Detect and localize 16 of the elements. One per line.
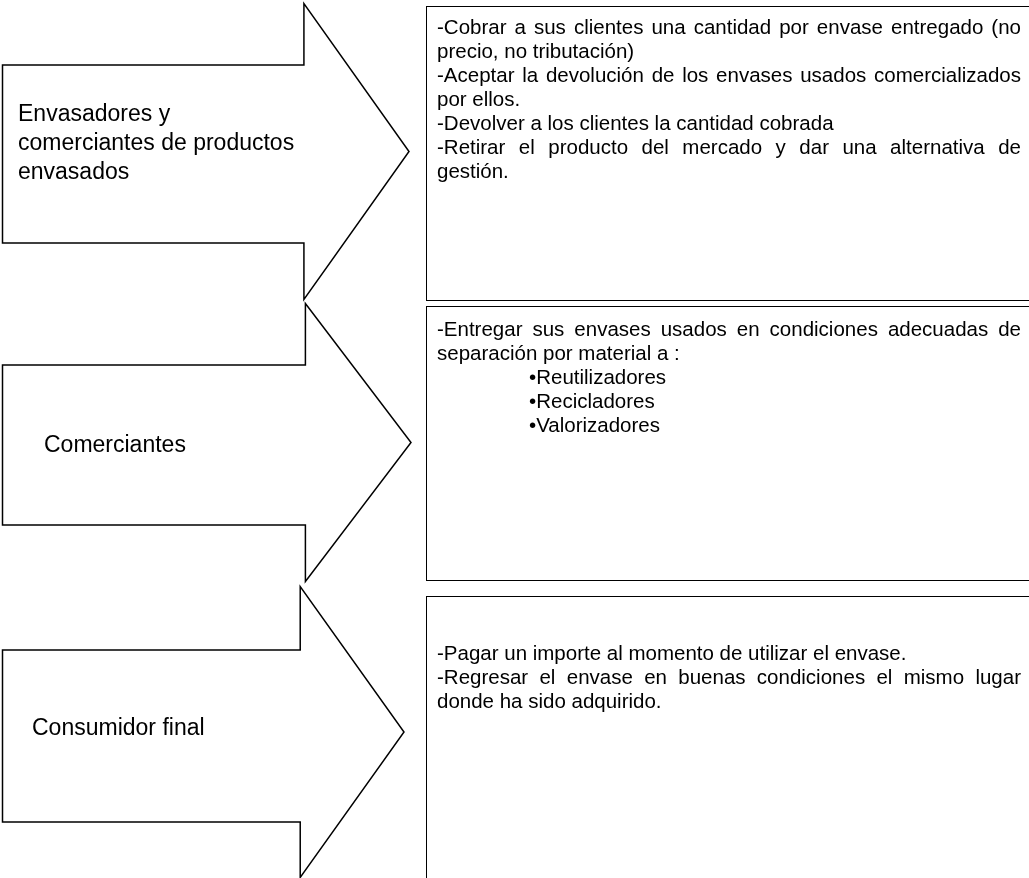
- duty-text: -Regresar el envase en buenas condiciones el mismo lugar donde ha sido adquirido.: [437, 665, 1021, 713]
- text-box: [426, 6, 1029, 301]
- duty-text: -Pagar un importe al momento de utilizar el envase.: [437, 641, 908, 665]
- text-box: [426, 306, 1029, 581]
- duty-text: -Retirar el producto del mercado y dar una alternativa de gestión.: [437, 135, 1021, 183]
- duty-text: -Aceptar la devolución de los envases usados comercializados por ellos.: [437, 63, 1021, 111]
- arrow-label: Comerciantes: [44, 430, 187, 459]
- bullet-item: •Recicladores: [528, 389, 656, 413]
- duty-text: -Cobrar a sus clientes una cantidad por envase entregado (no precio, no tributación): [437, 15, 1021, 63]
- duty-text: -Entregar sus envases usados en condiciones adecuadas de separación por material a :: [437, 317, 1021, 365]
- bullet-item: •Valorizadores: [528, 413, 661, 437]
- arrow-label: Envasadores y comerciantes de productos envasados: [18, 99, 296, 186]
- duty-text: -Devolver a los clientes la cantidad cobrada: [437, 111, 835, 135]
- text-box: [426, 596, 1029, 878]
- bullet-item: •Reutilizadores: [528, 365, 668, 389]
- arrow-label: Consumidor final: [32, 713, 206, 742]
